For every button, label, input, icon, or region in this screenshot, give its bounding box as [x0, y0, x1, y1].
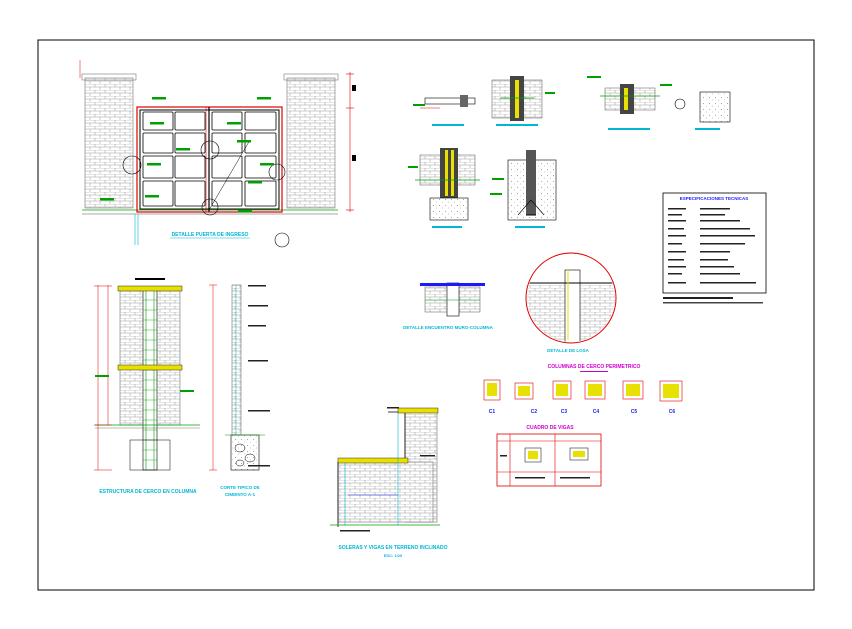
col-label-c3: C3 — [561, 409, 568, 415]
columns-table: COLUMNAS DE CERCO PERIMETRICO C1 C2 C3 C… — [483, 364, 683, 415]
gate-title: DETALLE PUERTA DE INGRESO — [172, 232, 249, 238]
column-section-title: CORTE TIPICO DE — [220, 485, 260, 490]
stepped-wall-section: SOLERAS Y VIGAS EN TERRENO INCLINADO ESC… — [330, 407, 448, 558]
column-section: CORTE TIPICO DE CIMIENTO A-1 — [209, 284, 270, 497]
losa-title: DETALLE DE LOSA — [547, 348, 589, 353]
col-label-c6: C6 — [669, 409, 676, 415]
specs-box: ESPECIFICACIONES TECNICAS — [662, 192, 767, 304]
post-footing-details — [408, 148, 557, 228]
wall-column-title: DETALLE ENCUENTRO MURO-COLUMNA — [403, 325, 493, 330]
wall-column-detail: DETALLE ENCUENTRO MURO-COLUMNA — [403, 282, 494, 330]
hinge-details — [413, 76, 731, 130]
specs-title: ESPECIFICACIONES TECNICAS — [680, 196, 749, 201]
beams-table-title: CUADRO DE VIGAS — [526, 425, 574, 431]
col-label-c1: C1 — [489, 409, 496, 415]
gate-elevation: DETALLE PUERTA DE INGRESO — [79, 60, 356, 248]
column-elevation: ESTRUCTURA DE CERCO EN COLUMNA — [94, 278, 200, 495]
col-label-c5: C5 — [631, 409, 638, 415]
column-elev-title: ESTRUCTURA DE CERCO EN COLUMNA — [99, 489, 197, 495]
losa-detail: DETALLE DE LOSA — [525, 252, 617, 353]
column-section-title-2: CIMIENTO A-1 — [225, 492, 256, 497]
beams-table: CUADRO DE VIGAS — [496, 425, 602, 487]
columns-table-title: COLUMNAS DE CERCO PERIMETRICO — [548, 364, 641, 370]
sheet-border — [37, 39, 815, 591]
stepped-title: SOLERAS Y VIGAS EN TERRENO INCLINADO — [339, 545, 448, 551]
stepped-scale: ESC: 1/20 — [384, 553, 403, 558]
col-label-c2: C2 — [531, 409, 538, 415]
col-label-c4: C4 — [593, 409, 600, 415]
